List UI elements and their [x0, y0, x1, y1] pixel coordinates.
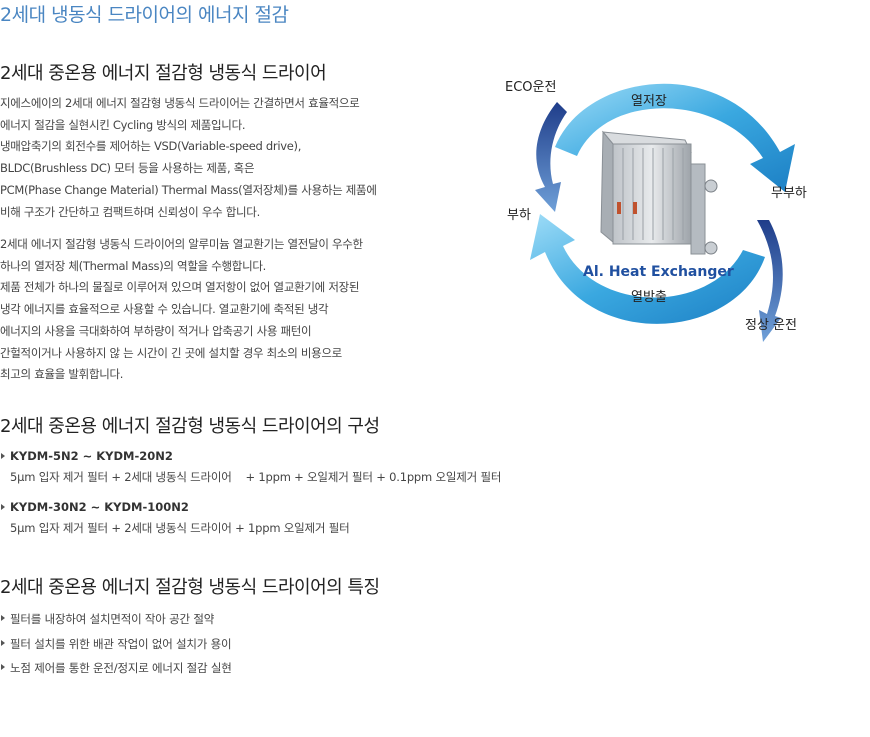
model-description: 5μm 입자 제거 필터 + 2세대 냉동식 드라이어 + 1ppm + 오일제…: [10, 470, 502, 484]
left-dark-arrow: [535, 102, 567, 212]
feature-text: 필터를 내장하여 설치면적이 작아 공간 절약: [10, 612, 215, 626]
bullet-arrow-icon: [1, 453, 5, 459]
model-name: KYDM-30N2 ~ KYDM-100N2: [0, 500, 350, 514]
feature-item: 노점 제어를 통한 운전/정지로 에너지 절감 실현: [0, 660, 232, 676]
paragraph-line: 제품 전체가 하나의 물질로 이루어져 있으며 열저항이 없어 열교환기에 저장…: [0, 280, 360, 295]
paragraph-line: 간헐적이거나 사용하지 않 는 시간이 긴 곳에 설치할 경우 최소의 비용으로: [0, 345, 342, 360]
label-eco-operation: ECO운전: [505, 80, 557, 95]
bottom-cycle-arrow: [530, 214, 765, 324]
model-name-text: KYDM-5N2 ~ KYDM-20N2: [10, 449, 173, 463]
feature-text: 필터 설치를 위한 배관 작업이 없어 설치가 용이: [10, 637, 232, 651]
model-name: KYDM-5N2 ~ KYDM-20N2: [0, 449, 501, 463]
model-config-item: KYDM-5N2 ~ KYDM-20N2 5μm 입자 제거 필터 + 2세대 …: [0, 449, 501, 485]
paragraph-line: 지에스에이의 2세대 에너지 절감형 냉동식 드라이어는 간결하면서 효율적으로: [0, 96, 360, 110]
paragraph-line: 2세대 에너지 절감형 냉동식 드라이어의 알루미늄 열교환기는 열전달이 우수…: [0, 237, 363, 251]
bullet-arrow-icon: [1, 664, 5, 670]
feature-text: 노점 제어를 통한 운전/정지로 에너지 절감 실현: [10, 661, 232, 675]
section-title-configuration: 2세대 중온용 에너지 절감형 냉동식 드라이어의 구성: [0, 416, 380, 437]
paragraph-line: 냉매압축기의 회전수를 제어하는 VSD(Variable-speed driv…: [0, 139, 302, 154]
section-title-overview: 2세대 중온용 에너지 절감형 냉동식 드라이어: [0, 63, 327, 84]
cycle-arrows-graphic: [530, 83, 795, 342]
paragraph-line: BLDC(Brushless DC) 모터 등을 사용하는 제품, 혹은: [0, 161, 255, 176]
model-name-text: KYDM-30N2 ~ KYDM-100N2: [10, 500, 189, 514]
paragraph-line: 비해 구조가 간단하고 컴팩트하며 신뢰성이 우수 합니다.: [0, 204, 260, 219]
model-config-item: KYDM-30N2 ~ KYDM-100N2 5μm 입자 제거 필터 + 2세…: [0, 500, 350, 536]
overview-paragraph-2: 2세대 에너지 절감형 냉동식 드라이어의 알루미늄 열교환기는 열전달이 우수…: [0, 234, 440, 386]
bullet-arrow-icon: [1, 615, 5, 621]
bullet-arrow-icon: [1, 640, 5, 646]
label-load: 부하: [507, 208, 531, 223]
page-title: 2세대 냉동식 드라이어의 에너지 절감: [0, 4, 289, 26]
feature-item: 필터를 내장하여 설치면적이 작아 공간 절약: [0, 611, 214, 627]
paragraph-line: 최고의 효율을 발휘합니다.: [0, 367, 124, 382]
section-title-features: 2세대 중온용 에너지 절감형 냉동식 드라이어의 특징: [0, 577, 380, 598]
paragraph-line: 에너지 절감을 실현시킨 Cycling 방식의 제품입니다.: [0, 117, 246, 132]
label-heat-storage: 열저장: [631, 94, 667, 109]
top-cycle-arrow: [555, 83, 795, 192]
label-normal-operation: 정상 운전: [745, 318, 797, 333]
label-heat-exchanger: Al. Heat Exchanger: [583, 264, 734, 280]
heat-exchanger-illustration: [600, 130, 718, 255]
right-dark-arrow: [757, 220, 783, 342]
paragraph-line: 냉각 에너지를 효율적으로 사용할 수 있습니다. 열교환기에 축적된 냉각: [0, 302, 329, 317]
bullet-arrow-icon: [1, 504, 5, 510]
energy-cycle-diagram: ECO운전 열저장 무부하 부하 Al. Heat Exchanger 열방출 …: [495, 52, 825, 352]
paragraph-line: 에너지의 사용을 극대화하여 부하량이 적거나 압축공기 사용 패턴이: [0, 323, 312, 338]
model-description: 5μm 입자 제거 필터 + 2세대 냉동식 드라이어 + 1ppm 오일제거 …: [10, 521, 350, 535]
paragraph-line: 하나의 열저장 체(Thermal Mass)의 역할을 수행합니다.: [0, 258, 266, 273]
paragraph-line: PCM(Phase Change Material) Thermal Mass(…: [0, 182, 377, 197]
label-heat-release: 열방출: [631, 290, 667, 305]
overview-paragraph-1: 지에스에이의 2세대 에너지 절감형 냉동식 드라이어는 간결하면서 효율적으로…: [0, 93, 440, 223]
feature-item: 필터 설치를 위한 배관 작업이 없어 설치가 용이: [0, 636, 232, 652]
label-no-load: 무부하: [771, 186, 807, 201]
